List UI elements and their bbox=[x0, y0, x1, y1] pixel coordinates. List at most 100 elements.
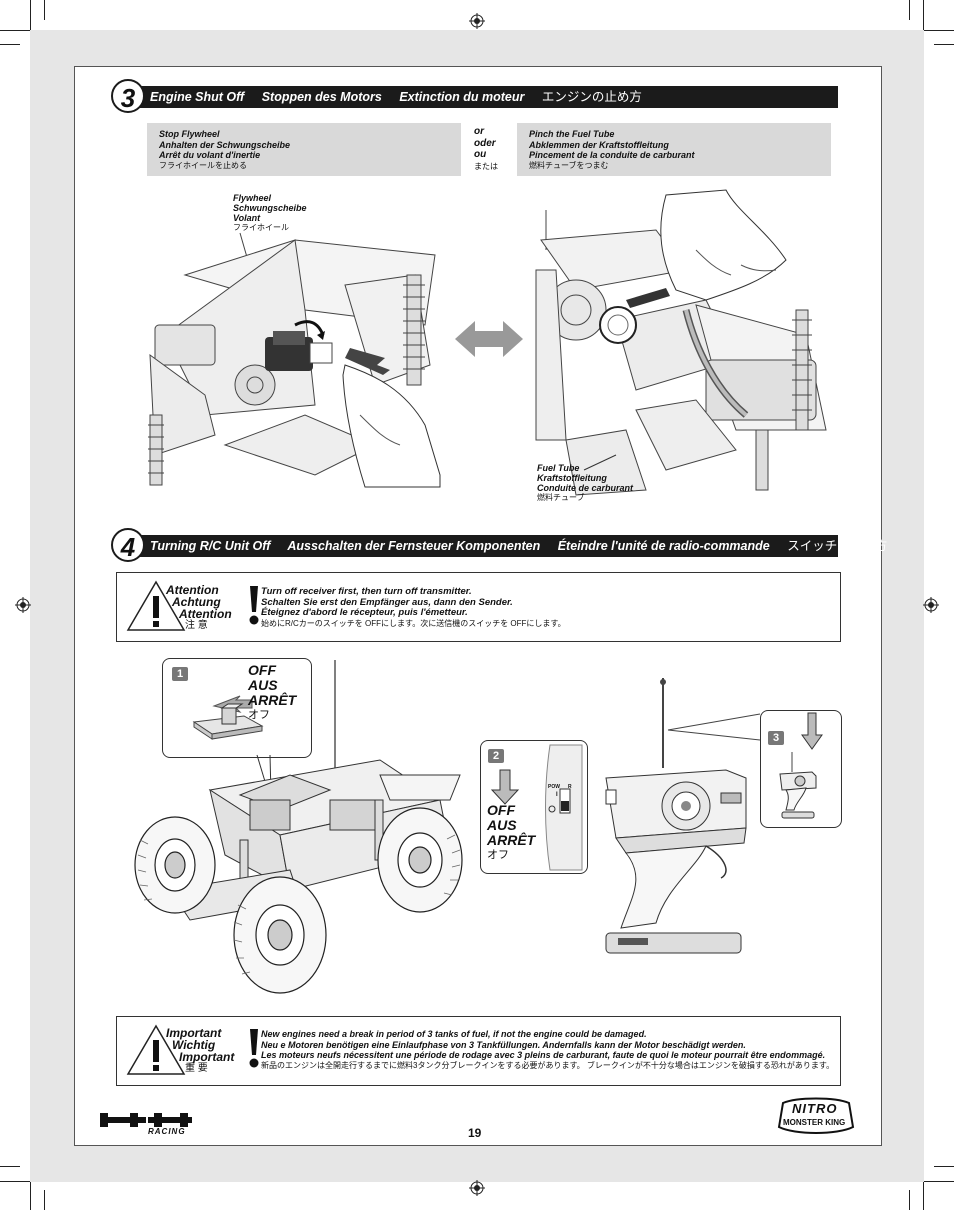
transmitter-illustration bbox=[605, 678, 747, 954]
section-3-title-en: Engine Shut Off bbox=[150, 90, 245, 104]
hpi-racing-sub: RACING bbox=[148, 1127, 186, 1136]
warning-triangle-icon bbox=[126, 580, 186, 631]
attention-box bbox=[116, 572, 841, 642]
or-en: or bbox=[474, 126, 484, 137]
hpi-racing-logo bbox=[100, 1113, 192, 1127]
or-fr: ou bbox=[474, 149, 487, 160]
section-3-title-de: Stoppen des Motors bbox=[261, 90, 382, 104]
fuel-tube-pinch-illustration bbox=[535, 189, 827, 496]
or-jp: または bbox=[474, 161, 498, 171]
important-heading: Important Wichtig Important 重 要 bbox=[166, 1027, 234, 1075]
page-number: 19 bbox=[468, 1126, 482, 1140]
monster-truck-illustration bbox=[134, 660, 463, 994]
attention-heading-de: Achtung bbox=[172, 595, 221, 609]
attention-heading-fr: Attention bbox=[179, 607, 232, 621]
stop-flywheel-box: Stop Flywheel Anhalten der Schwungscheib… bbox=[147, 123, 461, 176]
step-1-off-de: AUS bbox=[248, 677, 278, 693]
monster-king-logo-text: MONSTER KING bbox=[783, 1118, 846, 1127]
pinch-fuel-tube-fr: Pincement de la conduite de carburant bbox=[529, 150, 695, 160]
double-arrow-icon bbox=[455, 321, 523, 357]
registration-mark-right-icon bbox=[923, 597, 939, 613]
section-4-header: Turning R/C Unit Off Ausschalten der Fer… bbox=[128, 535, 887, 557]
down-arrow-small-icon bbox=[801, 712, 823, 750]
step-1-off-en: OFF bbox=[248, 662, 276, 678]
important-text: New engines need a break in period of 3 … bbox=[261, 1029, 834, 1071]
registration-mark-bottom-icon bbox=[469, 1180, 485, 1196]
fuel-tube-label: Fuel Tube Kraftstoffleitung Conduite de … bbox=[537, 463, 633, 503]
transmitter-switch-closeup bbox=[545, 744, 583, 871]
important-heading-en: Important bbox=[166, 1026, 222, 1040]
flywheel-label-fr: Volant bbox=[233, 213, 261, 223]
important-heading-fr: Important bbox=[179, 1050, 235, 1064]
registration-mark-left-icon bbox=[15, 597, 31, 613]
important-heading-de: Wichtig bbox=[172, 1038, 216, 1052]
section-3-number: 3 bbox=[111, 79, 145, 113]
section-4-title-de: Ausschalten der Fernsteuer Komponenten bbox=[287, 539, 541, 553]
switch-i-label: I bbox=[556, 792, 558, 798]
important-text-jp: 新品のエンジンは全開走行するまでに燃料3タンク分ブレークインをする必要があります… bbox=[261, 1060, 835, 1070]
section-4-title-jp: スイッチの切り方 bbox=[787, 539, 888, 553]
attention-text: Turn off receiver first, then turn off t… bbox=[261, 586, 566, 629]
section-3-title-jp: エンジンの止め方 bbox=[541, 90, 642, 104]
important-box bbox=[116, 1016, 841, 1086]
step-1-off-jp: オフ bbox=[248, 709, 270, 721]
fuel-tube-label-en: Fuel Tube bbox=[537, 463, 580, 473]
registration-mark-top-icon bbox=[469, 13, 485, 29]
important-heading-jp: 重 要 bbox=[185, 1063, 208, 1074]
attention-text-jp: 始めにR/Cカーのスイッチを OFFにします。次に送信機のスイッチを OFFにし… bbox=[261, 618, 566, 628]
step-2-off-jp: オフ bbox=[487, 849, 509, 861]
flywheel-label-en: Flywheel bbox=[233, 193, 272, 203]
flywheel-label: Flywheel Schwungscheibe Volant フライホイール bbox=[233, 193, 307, 233]
attention-heading: Attention Achtung Attention 注 意 bbox=[166, 584, 232, 632]
or-de: oder bbox=[474, 137, 496, 149]
important-triangle-icon bbox=[126, 1024, 186, 1075]
pinch-fuel-tube-de: Abklemmen der Kraftstoffleitung bbox=[529, 139, 669, 150]
fuel-tube-label-fr: Conduite de carburant bbox=[537, 483, 634, 493]
section-4-title-fr: Éteindre l'unité de radio-commande bbox=[557, 539, 770, 553]
important-text-de: Neu e Motoren benötigen eine Einlaufphas… bbox=[261, 1039, 746, 1050]
stop-flywheel-en: Stop Flywheel bbox=[159, 129, 220, 139]
attention-heading-jp: 注 意 bbox=[185, 620, 208, 631]
flywheel-label-jp: フライホイール bbox=[233, 223, 289, 232]
nitro-monster-king-logo bbox=[777, 1097, 855, 1134]
stop-flywheel-fr: Arrêt du volant d'inertie bbox=[159, 150, 261, 160]
step-1-off-fr: ARRÊT bbox=[248, 692, 297, 708]
fuel-tube-label-de: Kraftstoffleitung bbox=[537, 473, 607, 483]
section-4-number: 4 bbox=[111, 528, 145, 562]
step-3-pointer-lines bbox=[667, 713, 761, 741]
step-1-off-label: OFF AUS ARRÊT オフ bbox=[248, 663, 296, 723]
attention-heading-en: Attention bbox=[166, 583, 219, 597]
attention-text-fr: Éteignez d'abord le récepteur, puis l'ém… bbox=[261, 607, 468, 618]
pinch-fuel-tube-jp: 燃料チューブをつまむ bbox=[529, 160, 609, 170]
important-exclamation-icon bbox=[249, 1029, 259, 1068]
step-2-off-en: OFF bbox=[487, 802, 515, 818]
flywheel-stop-illustration bbox=[148, 232, 441, 488]
stop-flywheel-de: Anhalten der Schwungscheibe bbox=[159, 139, 291, 150]
section-4-title-en: Turning R/C Unit Off bbox=[150, 539, 271, 553]
section-3-title-fr: Extinction du moteur bbox=[399, 90, 525, 104]
attention-text-en: Turn off receiver first, then turn off t… bbox=[261, 586, 472, 597]
attention-text-de: Schalten Sie erst den Empfänger aus, dan… bbox=[261, 596, 513, 608]
step-3-badge: 3 bbox=[768, 731, 784, 745]
section-3-header: Engine Shut Off Stoppen des Motors Extin… bbox=[128, 86, 838, 108]
pinch-fuel-tube-box: Pinch the Fuel Tube Abklemmen der Krafts… bbox=[517, 123, 831, 176]
nitro-logo-text: NITRO bbox=[792, 1101, 838, 1116]
pinch-fuel-tube-en: Pinch the Fuel Tube bbox=[529, 129, 615, 139]
switch-r-label: R bbox=[568, 784, 572, 790]
step-2-off-de: AUS bbox=[487, 817, 517, 833]
step-2-badge: 2 bbox=[488, 749, 504, 763]
fuel-tube-label-jp: 燃料チューブ bbox=[537, 493, 585, 502]
flywheel-label-de: Schwungscheibe bbox=[233, 203, 307, 213]
step-1-badge: 1 bbox=[172, 667, 188, 681]
step-3-callout bbox=[760, 710, 842, 828]
receiver-switch-icon bbox=[192, 695, 264, 740]
or-words: or oder ou または bbox=[474, 126, 498, 172]
important-text-en: New engines need a break in period of 3 … bbox=[261, 1029, 647, 1039]
stop-flywheel-jp: フライホイールを止める bbox=[159, 160, 247, 170]
exclamation-icon bbox=[249, 586, 259, 625]
step-2-off-label: OFF AUS ARRÊT オフ bbox=[487, 803, 535, 863]
down-arrow-icon bbox=[490, 769, 520, 805]
transmitter-small-icon bbox=[779, 752, 817, 819]
important-text-fr: Les moteurs neufs nécessitent une périod… bbox=[261, 1050, 826, 1060]
switch-pow-label: POW bbox=[548, 784, 560, 790]
